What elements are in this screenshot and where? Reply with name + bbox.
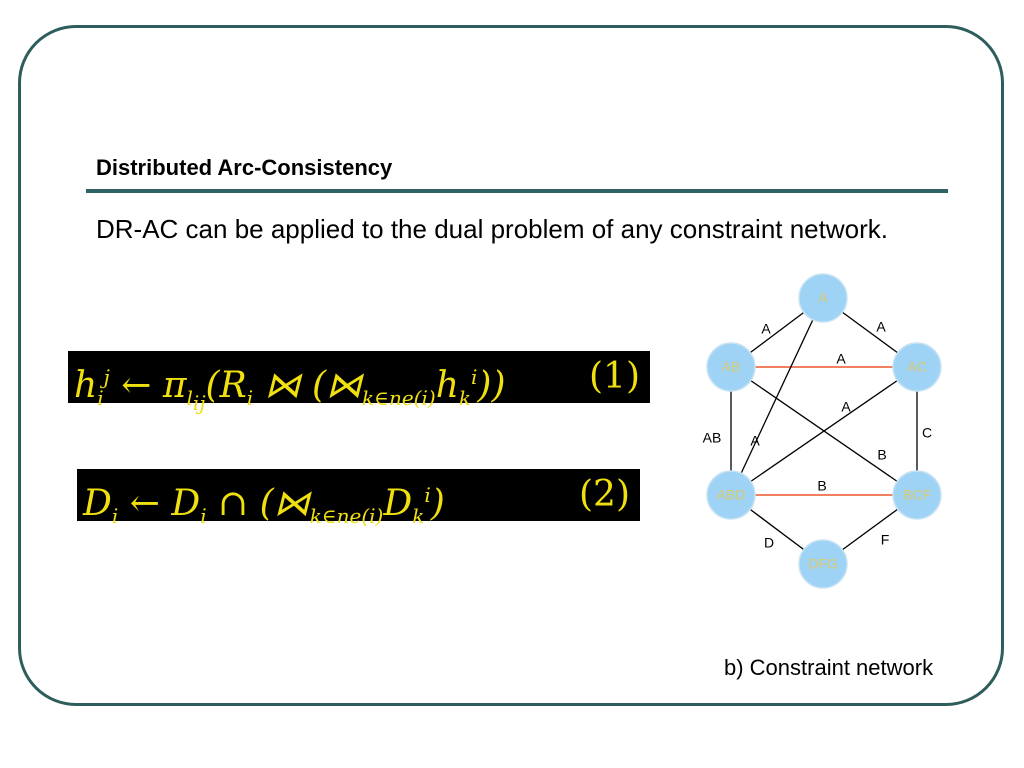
edge-a-abd [730, 297, 824, 496]
node-label-a: A [818, 290, 828, 306]
node-label-abd: ABD [717, 487, 746, 503]
equation-2-number: (2) [579, 474, 630, 515]
edge-label-ac-abd: A [841, 399, 851, 415]
equation-2-expression: Di ← Di ∩ (⋈k∈ne(i)Dki) [83, 483, 445, 529]
equation-1-number: (1) [589, 356, 640, 397]
node-ab [706, 342, 756, 392]
node-label-ac: AC [907, 359, 926, 375]
title-divider [86, 189, 948, 193]
edge-label-bcf-dfg: F [881, 532, 890, 548]
edge-label-ac-bcf: C [922, 425, 932, 441]
edge-label-a-ac: A [876, 319, 886, 335]
node-dfg [798, 539, 848, 589]
edge-ab-bcf [730, 366, 918, 496]
node-label-bcf: BCF [903, 487, 931, 503]
node-label-dfg: DFG [808, 556, 838, 572]
edge-label-abd-dfg: D [764, 535, 774, 551]
node-label-ab: AB [722, 359, 741, 375]
edge-label-a-abd: A [750, 433, 760, 449]
slide-body-text: DR-AC can be applied to the dual problem… [96, 214, 888, 244]
edge-label-ab-abd: AB [703, 430, 722, 446]
node-abd [706, 470, 756, 520]
node-ac [892, 342, 942, 392]
edge-label-a-ab: A [761, 321, 771, 337]
equation-1-expression: hij ← πlij(Ri ⋈ (⋈k∈ne(i)hki)) [74, 365, 506, 416]
edge-label-ab-ac: A [836, 351, 846, 367]
node-bcf [892, 470, 942, 520]
equation-2: Di ← Di ∩ (⋈k∈ne(i)Dki) (2) [77, 469, 640, 528]
slide-frame [18, 25, 1004, 706]
node-a [798, 273, 848, 323]
edge-label-abd-bcf: B [817, 478, 826, 494]
edge-label-ab-bcf: B [877, 447, 886, 463]
figure-caption: b) Constraint network [724, 655, 934, 680]
slide-title: Distributed Arc-Consistency [96, 155, 393, 180]
equation-1: hij ← πlij(Ri ⋈ (⋈k∈ne(i)hki)) (1) [68, 351, 650, 415]
